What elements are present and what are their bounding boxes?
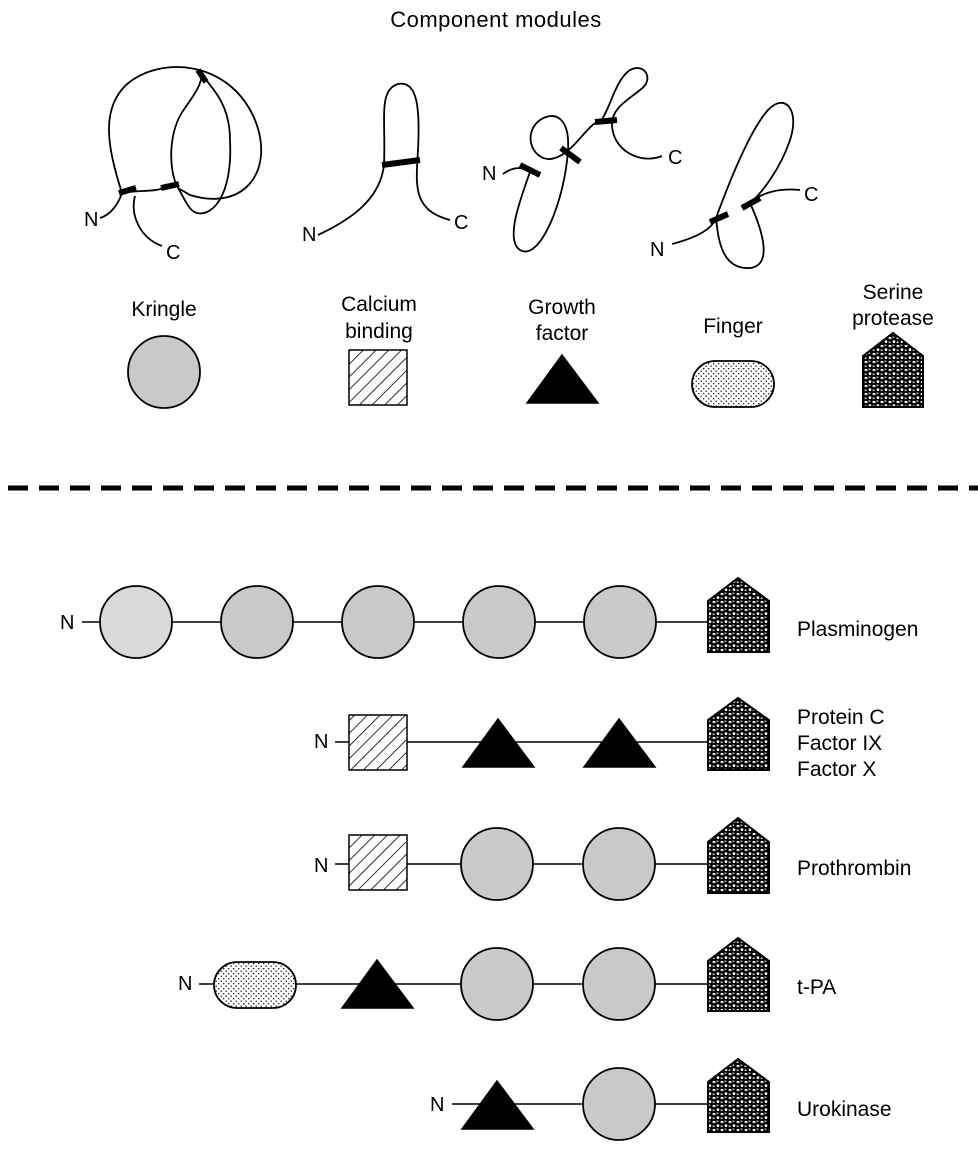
growth-factor-icon <box>461 717 536 768</box>
growth-factor-icon <box>460 1079 535 1130</box>
kringle-icon <box>99 585 173 659</box>
serine-protease-label-line1: Serine <box>863 281 924 304</box>
growth-factor-label-line2: factor <box>536 322 589 345</box>
c-terminus-label: C <box>668 147 682 169</box>
finger-icon <box>213 961 297 1009</box>
c-terminus-label: C <box>454 212 468 234</box>
protein-name: Prothrombin <box>797 857 911 880</box>
growth-factor-label-line1: Growth <box>528 296 596 319</box>
page-title: Component modules <box>390 7 602 32</box>
kringle-icon <box>220 585 294 659</box>
protein-name: Factor X <box>797 758 876 781</box>
calcium-binding-label-line1: Calcium <box>341 293 417 316</box>
protein-name: Protein C <box>797 706 885 729</box>
protein-prothrombin: N Prothrombin <box>314 816 911 901</box>
n-terminus-label: N <box>60 612 74 634</box>
serine-protease-icon <box>707 936 770 1012</box>
serine-protease-icon <box>862 331 924 408</box>
growth-factor-icon <box>525 353 600 404</box>
finger-icon <box>691 360 775 408</box>
protein-name: Plasminogen <box>797 618 918 641</box>
protein-urokinase: N Urokinase <box>430 1057 892 1141</box>
n-terminus-label: N <box>314 731 328 753</box>
finger-label: Finger <box>703 315 763 338</box>
calcium-binding-icon <box>348 349 408 406</box>
n-terminus-label: N <box>650 239 664 261</box>
calcium-binding-icon <box>348 834 408 891</box>
protein-t-pa: N t-PA <box>178 936 836 1021</box>
module-legend: Kringle Calcium binding Growth factor Fi… <box>127 281 934 409</box>
n-terminus-label: N <box>84 209 98 231</box>
kringle-icon <box>460 947 534 1021</box>
n-terminus-label: N <box>314 855 328 877</box>
n-terminus-label: N <box>430 1094 444 1116</box>
kringle-label: Kringle <box>131 298 196 321</box>
protein-name: Urokinase <box>797 1098 892 1121</box>
protein-name: t-PA <box>797 976 836 999</box>
growth-factor-structure: N C <box>482 67 682 253</box>
n-terminus-label: N <box>302 224 316 246</box>
kringle-icon <box>582 1067 656 1141</box>
protein-plasminogen: N Plasminogen <box>60 576 918 659</box>
c-terminus-label: C <box>166 242 180 264</box>
n-terminus-label: N <box>482 163 496 185</box>
kringle-icon <box>462 585 536 659</box>
finger-structure: N C <box>650 102 818 269</box>
kringle-icon <box>582 827 656 901</box>
kringle-icon <box>460 827 534 901</box>
growth-factor-icon <box>340 958 415 1009</box>
n-terminus-label: N <box>178 973 192 995</box>
kringle-icon <box>341 585 415 659</box>
calcium-binding-icon <box>348 714 408 771</box>
kringle-structure: N C <box>84 66 263 264</box>
kringle-icon <box>583 585 657 659</box>
calcium-binding-label-line2: binding <box>345 320 413 343</box>
serine-protease-icon <box>707 576 770 653</box>
kringle-icon <box>127 335 201 409</box>
protein-c-factor-ix-factor-x: N Protein C Factor IX Factor X <box>314 696 885 781</box>
kringle-icon <box>582 947 656 1021</box>
growth-factor-icon <box>582 717 657 768</box>
c-terminus-label: C <box>804 184 818 206</box>
calcium-binding-structure: N C <box>302 82 468 246</box>
protein-name: Factor IX <box>797 732 882 755</box>
serine-protease-icon <box>707 696 770 771</box>
serine-protease-icon <box>707 816 770 894</box>
serine-protease-icon <box>707 1057 770 1133</box>
serine-protease-label-line2: protease <box>852 307 934 330</box>
